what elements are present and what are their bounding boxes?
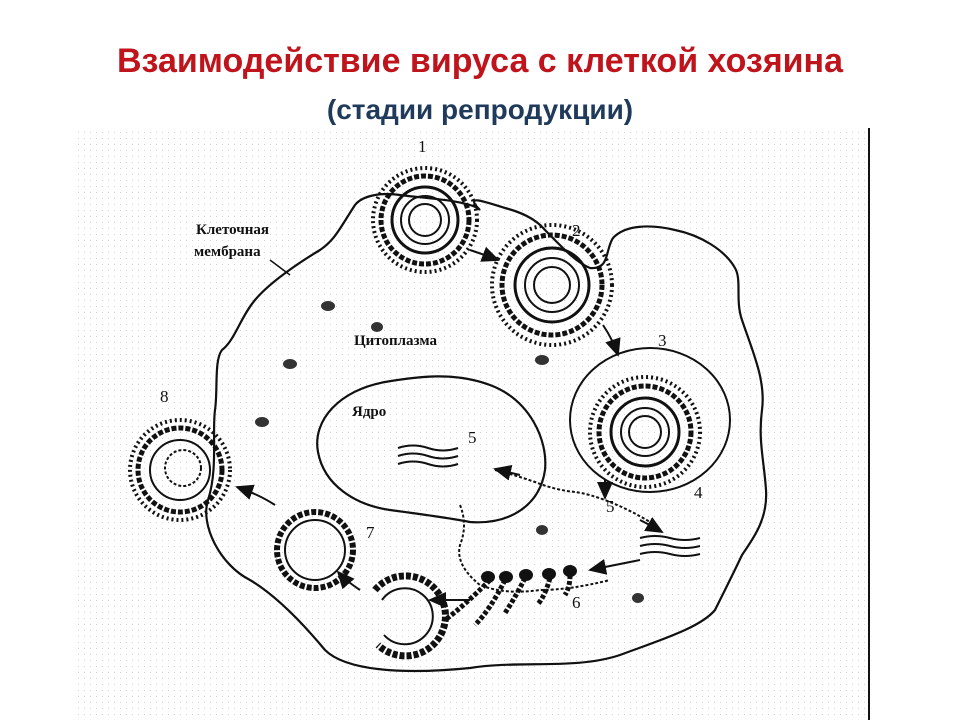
stage-number: 6 (572, 593, 581, 612)
nucleus (316, 375, 547, 524)
capsid-stage-7 (274, 509, 356, 591)
dotted-background (78, 132, 868, 720)
membrane-pointer (269, 259, 291, 276)
process-arrows (235, 246, 664, 608)
virus-stage-8 (128, 418, 232, 522)
slide-title: Взаимодействие вируса с клеткой хозяина (116, 42, 844, 80)
nucleic-acid-strands (397, 444, 701, 593)
stage-number: 4 (694, 483, 703, 502)
virus-stage-1 (371, 166, 479, 274)
label-membrane-1: Клеточная (196, 222, 269, 238)
ribosomes (481, 565, 577, 583)
stage-number: 3 (658, 331, 667, 350)
partial-capsid (372, 572, 449, 660)
partial-capsid-inner (381, 587, 434, 646)
stage-number: 1 (418, 137, 427, 156)
stage-number: 2 (572, 221, 581, 240)
virus-stage-2 (490, 223, 614, 347)
label-cytoplasm: Цитоплазма (354, 333, 437, 349)
stage-number: 5 (468, 428, 477, 447)
label-nucleus: Ядро (352, 404, 386, 420)
label-membrane-2: мембрана (194, 244, 261, 260)
stage-number: 5 (606, 497, 615, 516)
stage-number: 7 (366, 523, 375, 542)
slide-subtitle: (стадии репродукции) (326, 94, 634, 125)
virus-stage-3 (569, 347, 731, 493)
stage-number: 8 (160, 387, 169, 406)
cytoplasm-granules (255, 301, 644, 603)
